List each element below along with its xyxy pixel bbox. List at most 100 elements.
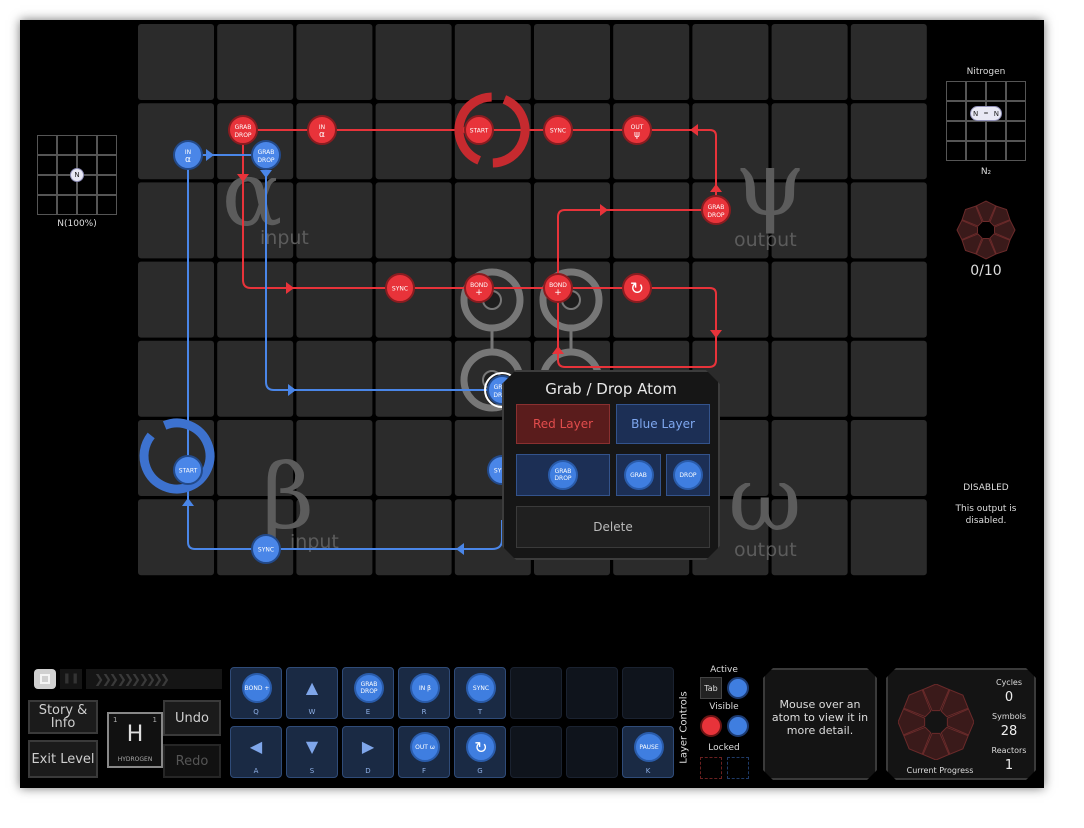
locked-red-layer-toggle[interactable] xyxy=(700,757,722,779)
reactor-tile[interactable] xyxy=(217,24,294,100)
reactor-tile[interactable] xyxy=(138,261,214,338)
tool-w[interactable]: ▲W xyxy=(286,667,338,719)
reactor-tile[interactable] xyxy=(692,103,769,180)
grab-drop-option[interactable]: GRAB DROP xyxy=(516,454,610,496)
speed-controls[interactable]: ❚❚ ❯ ❯❯ ❯❯❯ ❯❯❯❯ xyxy=(30,668,222,690)
reactor-tile[interactable] xyxy=(850,24,927,100)
reactor-tile[interactable] xyxy=(138,340,214,417)
visible-blue-layer-toggle[interactable] xyxy=(727,715,749,737)
reactor-tile[interactable] xyxy=(454,182,531,259)
reactor-tile[interactable] xyxy=(771,182,848,259)
reactor-tile[interactable] xyxy=(850,420,927,496)
tool-g[interactable]: ↻G xyxy=(454,726,506,778)
instruction-r-bond1[interactable]: BOND+ xyxy=(464,273,494,303)
reactor-tile[interactable] xyxy=(771,24,848,100)
reactor-tile[interactable] xyxy=(296,340,373,417)
reactor-tile[interactable] xyxy=(296,499,373,576)
exit-level-button[interactable]: Exit Level xyxy=(28,740,98,778)
red-layer-button[interactable]: Red Layer xyxy=(516,404,610,444)
instruction-b-sync2[interactable]: SYNC xyxy=(251,534,281,564)
reactor-tile[interactable] xyxy=(296,420,373,496)
drop-option[interactable]: DROP xyxy=(666,454,710,496)
reactor-tile[interactable] xyxy=(296,261,373,338)
reactor-tile[interactable] xyxy=(534,103,610,180)
delete-button[interactable]: Delete xyxy=(516,506,710,548)
reactor-board[interactable]: α input β input ψ output ω output xyxy=(20,20,1044,788)
tool-d[interactable]: ▶D xyxy=(342,726,394,778)
tool-q[interactable]: BOND +Q xyxy=(230,667,282,719)
reactor-tile[interactable] xyxy=(850,182,927,259)
reactor-tile[interactable] xyxy=(296,103,373,180)
reactor-tile[interactable] xyxy=(217,182,294,259)
reactor-tile[interactable] xyxy=(534,24,610,100)
reactor-tile[interactable] xyxy=(613,24,690,100)
locked-blue-layer-toggle[interactable] xyxy=(727,757,749,779)
reactor-tile[interactable] xyxy=(296,24,373,100)
blue-waldo-path xyxy=(187,154,503,550)
undo-button[interactable]: Undo xyxy=(163,700,221,736)
reactor-tile[interactable] xyxy=(850,340,927,417)
reactor-tile[interactable] xyxy=(375,261,452,338)
reactor-tile[interactable] xyxy=(613,103,690,180)
reactor-tile[interactable] xyxy=(771,261,848,338)
reactor-tile[interactable] xyxy=(375,182,452,259)
grab-option[interactable]: GRAB xyxy=(616,454,661,496)
story-info-button[interactable]: Story & Info xyxy=(28,700,98,734)
tool-a[interactable]: ◀A xyxy=(230,726,282,778)
instruction-r-sync1[interactable]: SYNC xyxy=(543,115,573,145)
tab-key-hint[interactable]: Tab xyxy=(700,677,722,699)
reactor-tile[interactable] xyxy=(217,340,294,417)
reactor-tile[interactable] xyxy=(217,261,294,338)
step-speed-icon[interactable]: ❯ ❯❯ ❯❯❯ ❯❯❯❯ xyxy=(86,669,222,689)
output-molecule: N = N xyxy=(970,106,1002,121)
reactor-tile[interactable] xyxy=(613,182,690,259)
instruction-b-in[interactable]: INα xyxy=(173,140,203,170)
instruction-r-sync2[interactable]: SYNC xyxy=(385,273,415,303)
reactor-tile[interactable] xyxy=(138,499,214,576)
reactor-tile[interactable] xyxy=(138,182,214,259)
instruction-r-start[interactable]: START xyxy=(464,115,494,145)
stop-button[interactable] xyxy=(34,669,56,689)
reactor-tile[interactable] xyxy=(375,499,452,576)
reactor-tile[interactable] xyxy=(138,24,214,100)
reactor-tile[interactable] xyxy=(771,499,848,576)
reactor-tile[interactable] xyxy=(375,340,452,417)
reactor-tile[interactable] xyxy=(771,340,848,417)
reactor-tile[interactable] xyxy=(771,103,848,180)
instruction-r-bond2[interactable]: BOND+ xyxy=(543,273,573,303)
reactor-tile[interactable] xyxy=(138,103,214,180)
blue-layer-button[interactable]: Blue Layer xyxy=(616,404,710,444)
reactor-tile[interactable] xyxy=(534,182,610,259)
instruction-r-in[interactable]: INα xyxy=(307,115,337,145)
reactor-tile[interactable] xyxy=(375,420,452,496)
visible-red-layer-toggle[interactable] xyxy=(700,715,722,737)
reactor-tile[interactable] xyxy=(692,24,769,100)
reactor-tile[interactable] xyxy=(850,103,927,180)
reactor-tile[interactable] xyxy=(850,499,927,576)
tool-s[interactable]: ▼S xyxy=(286,726,338,778)
pause-icon[interactable]: ❚❚ xyxy=(60,669,82,689)
reactor-tile[interactable] xyxy=(850,261,927,338)
reactor-tile[interactable] xyxy=(613,261,690,338)
reactor-tile[interactable] xyxy=(296,182,373,259)
active-blue-layer-toggle[interactable] xyxy=(727,677,749,699)
redo-button[interactable]: Redo xyxy=(163,744,221,778)
reactor-tile[interactable] xyxy=(375,103,452,180)
reactor-tile[interactable] xyxy=(771,420,848,496)
reactor-tile[interactable] xyxy=(375,24,452,100)
instruction-b-start[interactable]: START xyxy=(173,455,203,485)
instruction-r-rotate[interactable]: ↻ xyxy=(622,273,652,303)
reactor-tile[interactable] xyxy=(454,24,531,100)
reactor-tile[interactable] xyxy=(692,261,769,338)
reactor-tile[interactable] xyxy=(217,420,294,496)
